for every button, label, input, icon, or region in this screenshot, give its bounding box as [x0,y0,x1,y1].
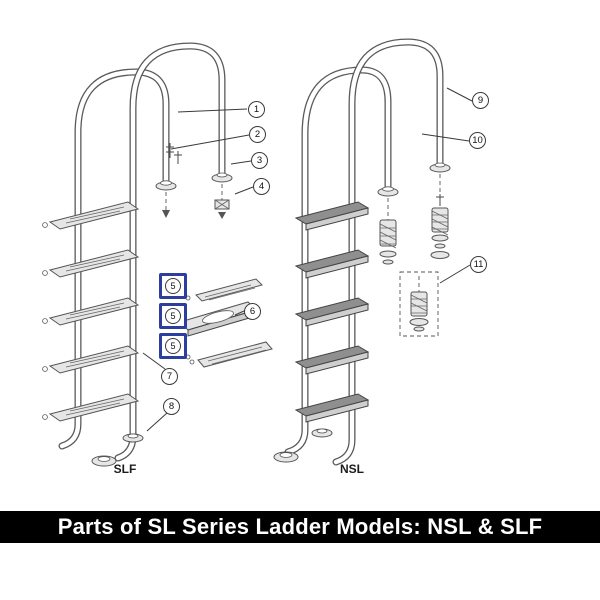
nsl-ladder-art [273,38,451,466]
callout-5-top-number: 5 [165,278,181,294]
slf-ladder-art [42,42,233,467]
callout-5-top: 5 [159,273,187,299]
callout-5-bottom: 5 [159,333,187,359]
callout-5-middle: 5 [159,303,187,329]
callout-5-middle-number: 5 [165,308,181,324]
nsl-steps [294,201,370,423]
callout-7: 7 [161,368,178,385]
label-slf: SLF [113,462,137,476]
slf-bottom-escutcheons [91,433,144,467]
callout-9: 9 [472,92,489,109]
callout-5-bottom-number: 5 [165,338,181,354]
label-nsl: NSL [340,462,364,476]
callout-11: 11 [470,256,487,273]
banner-title: Parts of SL Series Ladder Models: NSL & … [57,514,543,539]
nsl-top-hardware [377,162,451,265]
callout-8: 8 [163,398,180,415]
nsl-bottom-escutcheons [273,428,333,463]
slf-steps [42,201,140,422]
callout-10: 10 [469,132,486,149]
callout-2: 2 [249,126,266,143]
part-11-box [399,271,439,337]
callout-6: 6 [244,303,261,320]
title-banner: Parts of SL Series Ladder Models: NSL & … [0,511,600,543]
callout-leader-lines [142,87,473,432]
exploded-step-parts [179,278,273,368]
slf-top-hardware [155,143,233,219]
callout-1: 1 [248,101,265,118]
callout-3: 3 [251,152,268,169]
callout-4: 4 [253,178,270,195]
